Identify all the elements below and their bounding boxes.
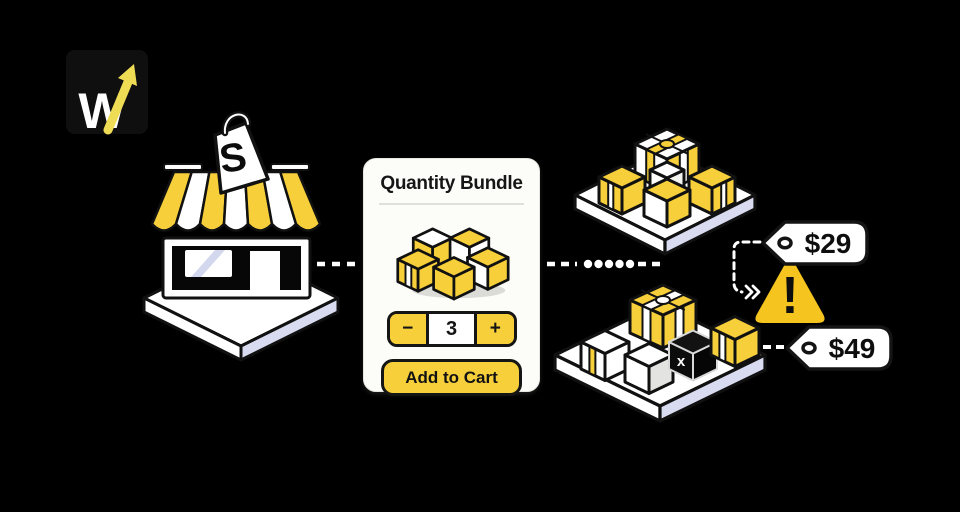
tag-eyelet <box>777 236 793 250</box>
shopify-store-illustration: S <box>142 111 340 362</box>
tag-eyelet <box>801 341 817 355</box>
price-label: $29 <box>805 228 852 259</box>
card-to-bundles-dots <box>547 259 661 269</box>
trend-arrow-icon <box>103 64 137 135</box>
store-wall <box>161 236 312 300</box>
shopify-bag-icon: S <box>213 111 270 195</box>
store-door <box>250 251 280 290</box>
warning-triangle-icon: ! <box>755 260 825 325</box>
brand-logo: W <box>66 50 148 139</box>
decrease-quantity-button[interactable]: − <box>389 314 426 344</box>
front-middle-cube <box>431 256 476 301</box>
quantity-bundle-card: Quantity Bundle <box>363 158 540 396</box>
store-window <box>185 250 232 277</box>
bottom-middle-box <box>642 177 692 229</box>
quantity-stepper[interactable]: − 3 + <box>386 311 517 347</box>
striped-awning <box>150 163 322 232</box>
quantity-value: 3 <box>425 314 478 344</box>
bottom-box-2 <box>623 342 675 395</box>
rejected-black-box: x <box>668 329 718 382</box>
warning-mark: ! <box>781 267 798 325</box>
price-tag-49: $49 <box>785 325 893 371</box>
bottom-left-box <box>597 164 647 216</box>
bottom-box-3 <box>709 315 761 368</box>
large-bundle-illustration: x <box>553 283 767 423</box>
card-title: Quantity Bundle <box>380 173 523 194</box>
small-bundle-illustration <box>573 127 757 256</box>
double-chevron-icon <box>744 284 761 300</box>
price-tag-29: $29 <box>761 220 869 266</box>
bottom-box-1 <box>579 329 631 382</box>
increase-quantity-button[interactable]: + <box>477 314 514 344</box>
reject-mark: x <box>677 353 686 370</box>
bottom-right-box <box>687 164 737 216</box>
card-divider <box>379 203 524 205</box>
tag29-to-warning-path <box>732 240 762 294</box>
price-label: $49 <box>829 333 876 364</box>
add-to-cart-button[interactable]: Add to Cart <box>381 359 522 396</box>
bundle-boxes-icon <box>395 227 510 301</box>
